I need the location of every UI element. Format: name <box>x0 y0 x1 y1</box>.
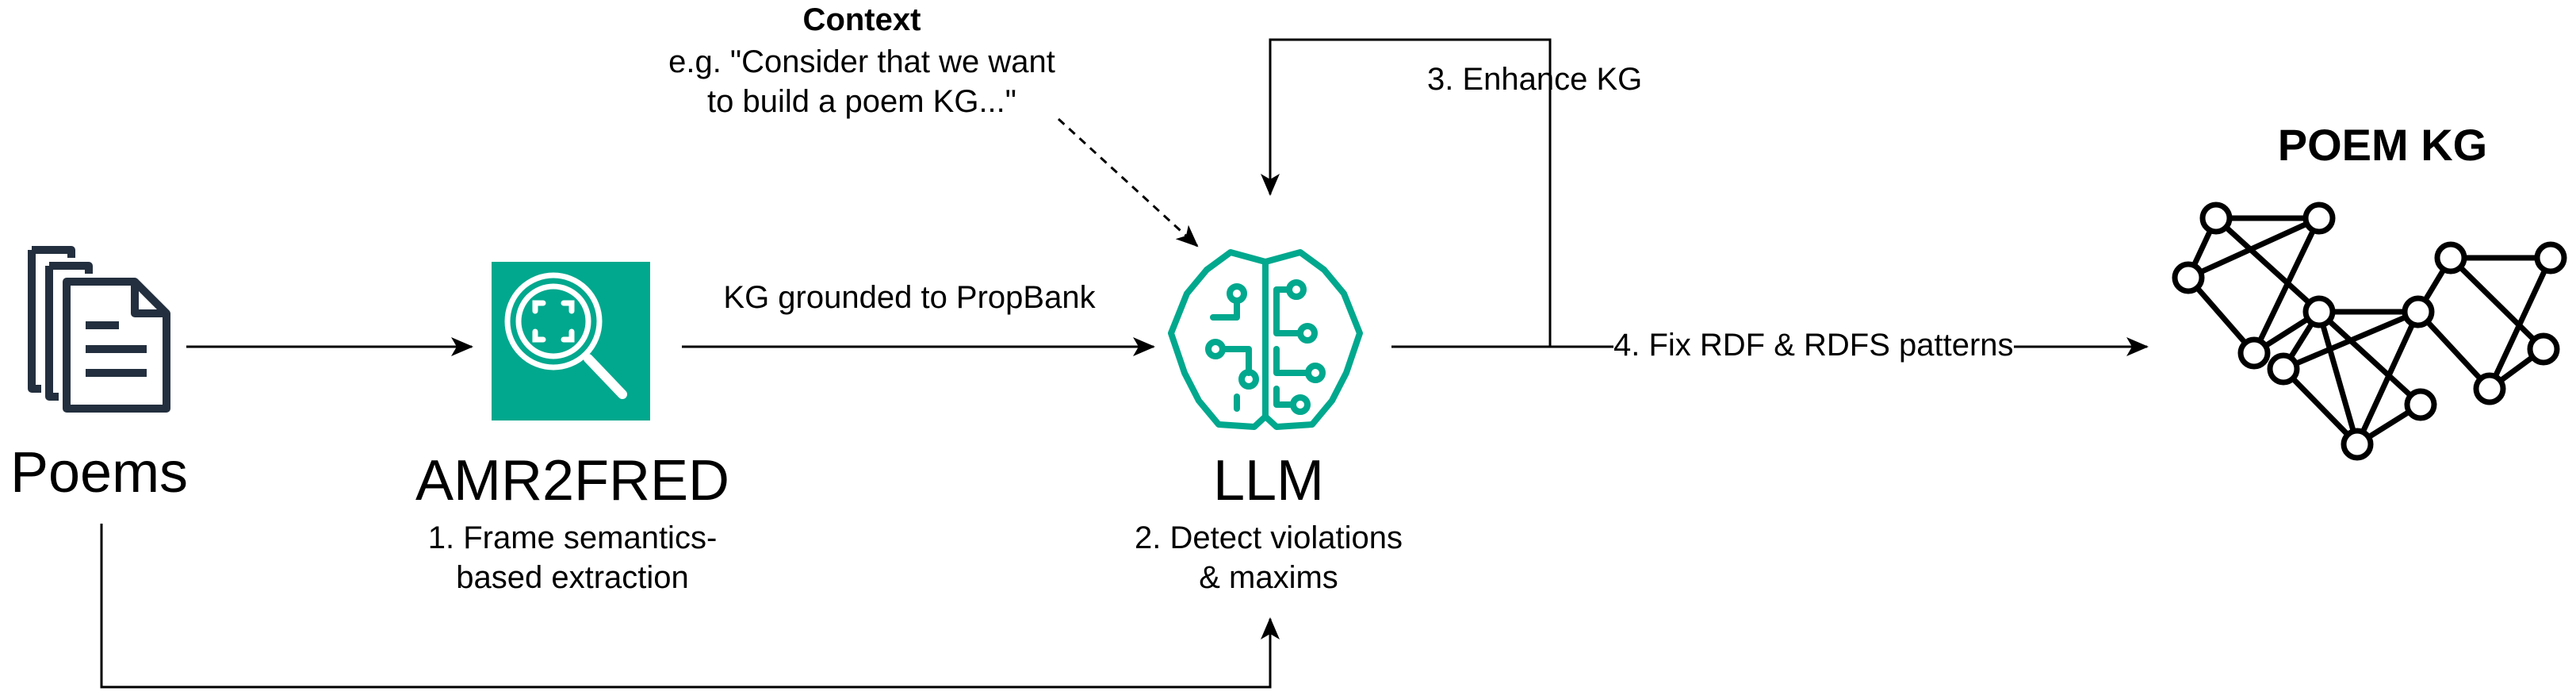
amr2fred-step-line-2: based extraction <box>456 560 689 595</box>
context-line-2: to build a poem KG..." <box>707 84 1016 119</box>
edge-label-fix-patterns: 4. Fix RDF & RDFS patterns <box>1613 325 2014 365</box>
context-line-1: e.g. "Consider that we want <box>668 44 1055 79</box>
arrow-poems-to-llm <box>100 524 1280 689</box>
poem-kg-title: POEM KG <box>2277 120 2488 170</box>
documents-icon <box>28 246 170 413</box>
edge-label-enhance-kg: 3. Enhance KG <box>1427 62 1643 97</box>
graph-network-icon <box>2172 202 2567 461</box>
magnifier-scan-icon <box>492 262 650 420</box>
brain-circuit-icon <box>1168 249 1363 430</box>
context-title: Context <box>802 2 921 37</box>
poems-label: Poems <box>10 441 189 505</box>
llm-step-line-1: 2. Detect violations <box>1135 520 1403 555</box>
amr2fred-step-line-1: 1. Frame semantics- <box>427 520 718 555</box>
arrow-context-to-llm <box>1057 117 1199 248</box>
edge-label-kg-grounded: KG grounded to PropBank <box>723 280 1096 315</box>
llm-step-line-2: & maxims <box>1199 560 1338 595</box>
llm-label: LLM <box>1212 449 1325 513</box>
amr2fred-label: AMR2FRED <box>415 449 730 513</box>
